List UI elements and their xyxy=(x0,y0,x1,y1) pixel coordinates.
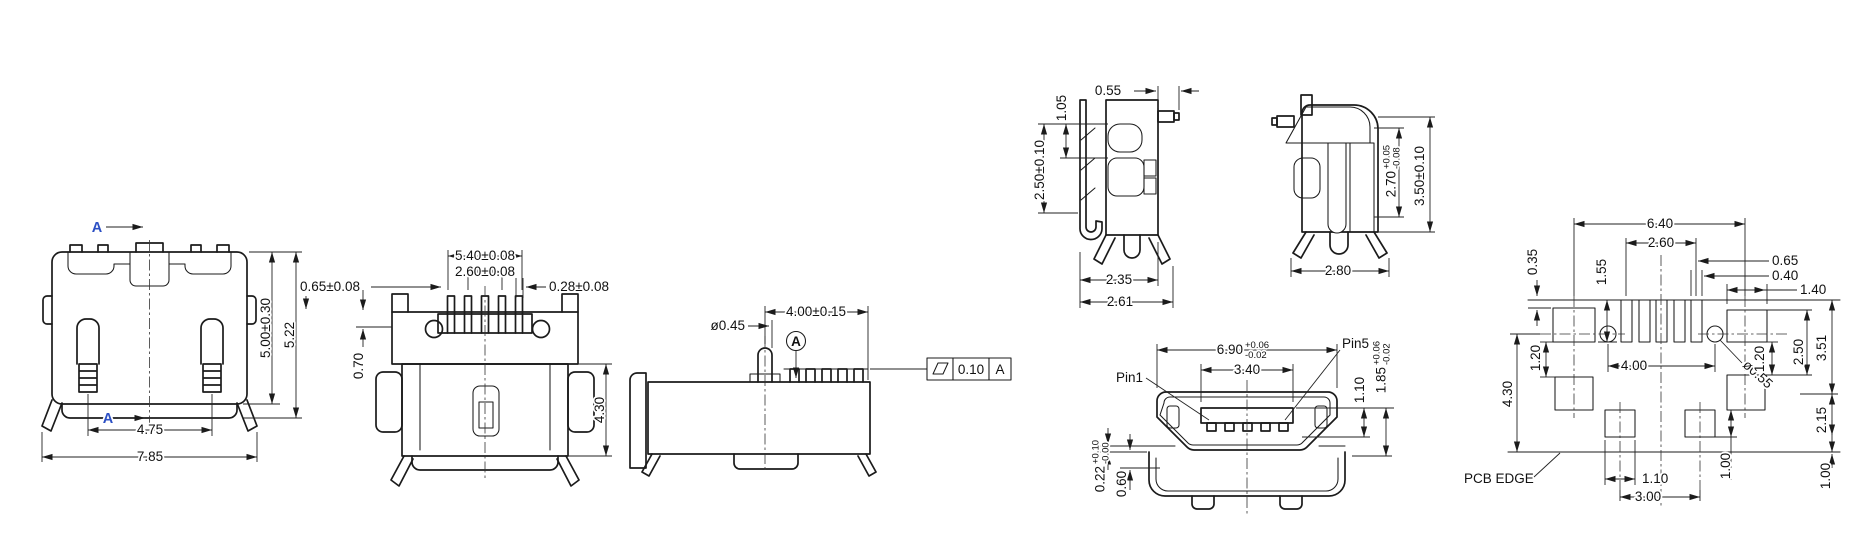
datum-a-flag: A xyxy=(791,334,801,349)
dim-lip-minus: -0.00 xyxy=(1101,442,1112,464)
view-pcb-layout: 6.40 2.60 0.65 0.40 0.35 1.55 1.40 1.20 … xyxy=(1462,214,1841,508)
dim-contact-depth: 1.10 xyxy=(1352,377,1367,403)
dim-pcb-leg-pad-1: 1.00 xyxy=(1718,453,1733,479)
dim-side2-height: 3.50±0.10 xyxy=(1412,146,1427,206)
dim-lip-group: 0.22 +0.10 -0.00 xyxy=(1089,438,1114,494)
dim-side2-width: 2.80 xyxy=(1325,263,1351,278)
dim-pcb-pad-pitch: 0.65 xyxy=(1772,253,1798,268)
dim-side2-depth-minus: -0.08 xyxy=(1392,147,1403,169)
dim-tongue: 3.40 xyxy=(1234,362,1260,377)
view-mating-face: Pin1 Pin5 6.90 +0.06 -0.02 3.40 1.10 1.8… xyxy=(1089,334,1395,515)
dim-side2-depth-plus: +0.05 xyxy=(1382,145,1393,169)
dim-pcb-leg-span: 3.00 xyxy=(1635,489,1661,504)
fcf-datum: A xyxy=(995,362,1004,377)
dim-pcb-total-width: 6.40 xyxy=(1647,216,1673,231)
dim-lip-plus: +0.10 xyxy=(1091,440,1102,464)
flatness-symbol-icon xyxy=(932,362,949,375)
dim-rear-depth: 4.30 xyxy=(592,397,607,423)
dim-pcb-hole-span: 4.00 xyxy=(1621,358,1647,373)
dim-shell-depth-group: 1.85 +0.06 -0.02 xyxy=(1370,339,1395,395)
dim-rear-step: 0.70 xyxy=(351,353,366,379)
dim-side-gap: 0.55 xyxy=(1095,83,1121,98)
dim-pcb-pad-span: 2.60 xyxy=(1648,235,1674,250)
dim-peg-spacing: 4.00±0.15 xyxy=(786,304,846,319)
view-side-right: 2.70 +0.05 -0.08 3.50±0.10 2.80 xyxy=(1271,94,1435,280)
dim-front-inner-width: 4.75 xyxy=(137,422,163,437)
dim-side-step: 1.05 xyxy=(1054,95,1069,121)
dim-pcb-pad-length: 1.55 xyxy=(1594,259,1609,285)
dim-pcb-leg-width: 1.10 xyxy=(1642,471,1668,486)
view-rear: 5.40±0.08 2.60±0.08 0.65±0.08 0.28±0.08 … xyxy=(298,246,612,487)
flatness-frame: 0.10 A xyxy=(926,357,1012,381)
dim-pcb-left-height: 4.30 xyxy=(1500,381,1515,407)
view-side-section: A ø0.45 4.00±0.15 0.10 A xyxy=(629,302,1012,477)
dim-pcb-leg-pad-2: 1.00 xyxy=(1818,463,1833,489)
dim-side-width-inner: 2.35 xyxy=(1106,272,1132,287)
dim-side2-depth-group: 2.70 +0.05 -0.08 xyxy=(1380,143,1405,199)
section-label-bottom: A xyxy=(103,411,114,427)
dim-pcb-lower-span: 2.15 xyxy=(1814,407,1829,433)
dim-front-total-height: 5.22 xyxy=(282,322,297,348)
view-front: A A 4.75 7.85 5.00±0.30 5.22 xyxy=(41,218,302,466)
dim-pcb-edge-gap: 0.35 xyxy=(1525,249,1540,275)
fcf-tolerance: 0.10 xyxy=(958,362,984,377)
dim-rear-pin-offset: 0.65±0.08 xyxy=(300,279,360,294)
dim-peg-dia: ø0.45 xyxy=(710,318,745,333)
dim-pcb-right-span: 2.50 xyxy=(1791,339,1806,365)
pcb-pads xyxy=(1552,299,1768,438)
dim-opening-minus: -0.02 xyxy=(1245,350,1267,361)
dim-rear-pin-width: 0.28±0.08 xyxy=(549,279,609,294)
dim-shell-depth: 1.85 xyxy=(1374,367,1389,393)
dim-shell-depth-plus: +0.06 xyxy=(1372,341,1383,365)
dim-opening-plus: +0.06 xyxy=(1245,340,1269,351)
dim-pcb-right-gap: 1.20 xyxy=(1752,346,1767,372)
dim-lip: 0.22 xyxy=(1093,466,1108,492)
dim-rear-pin-span: 5.40±0.08 xyxy=(455,248,515,263)
dim-pcb-pad-width: 0.40 xyxy=(1772,268,1798,283)
dim-side-height: 2.50±0.10 xyxy=(1032,140,1047,200)
dim-shell-depth-minus: -0.02 xyxy=(1382,343,1393,365)
dim-pcb-left-pad-gap: 1.20 xyxy=(1528,345,1543,371)
dim-front-body-height: 5.00±0.30 xyxy=(258,298,273,358)
section-label-top: A xyxy=(92,220,103,236)
pin1-label: Pin1 xyxy=(1116,370,1143,385)
dim-pcb-right-total: 3.51 xyxy=(1814,335,1829,361)
dim-pcb-side-pad-width: 1.40 xyxy=(1800,282,1826,297)
dim-side2-depth: 2.70 xyxy=(1384,171,1399,197)
pcb-edge-label: PCB EDGE xyxy=(1464,471,1534,486)
dim-opening: 6.90 xyxy=(1217,342,1243,357)
view-side-left: 0.55 1.05 2.50±0.10 2.35 2.61 xyxy=(1030,81,1199,311)
dim-lip2: 0.60 xyxy=(1114,471,1129,497)
dim-rear-pin-span-inner: 2.60±0.08 xyxy=(455,264,515,279)
pin5-label: Pin5 xyxy=(1342,336,1369,351)
dim-front-outer-width: 7.85 xyxy=(137,449,163,464)
dim-side-width-outer: 2.61 xyxy=(1107,294,1133,309)
